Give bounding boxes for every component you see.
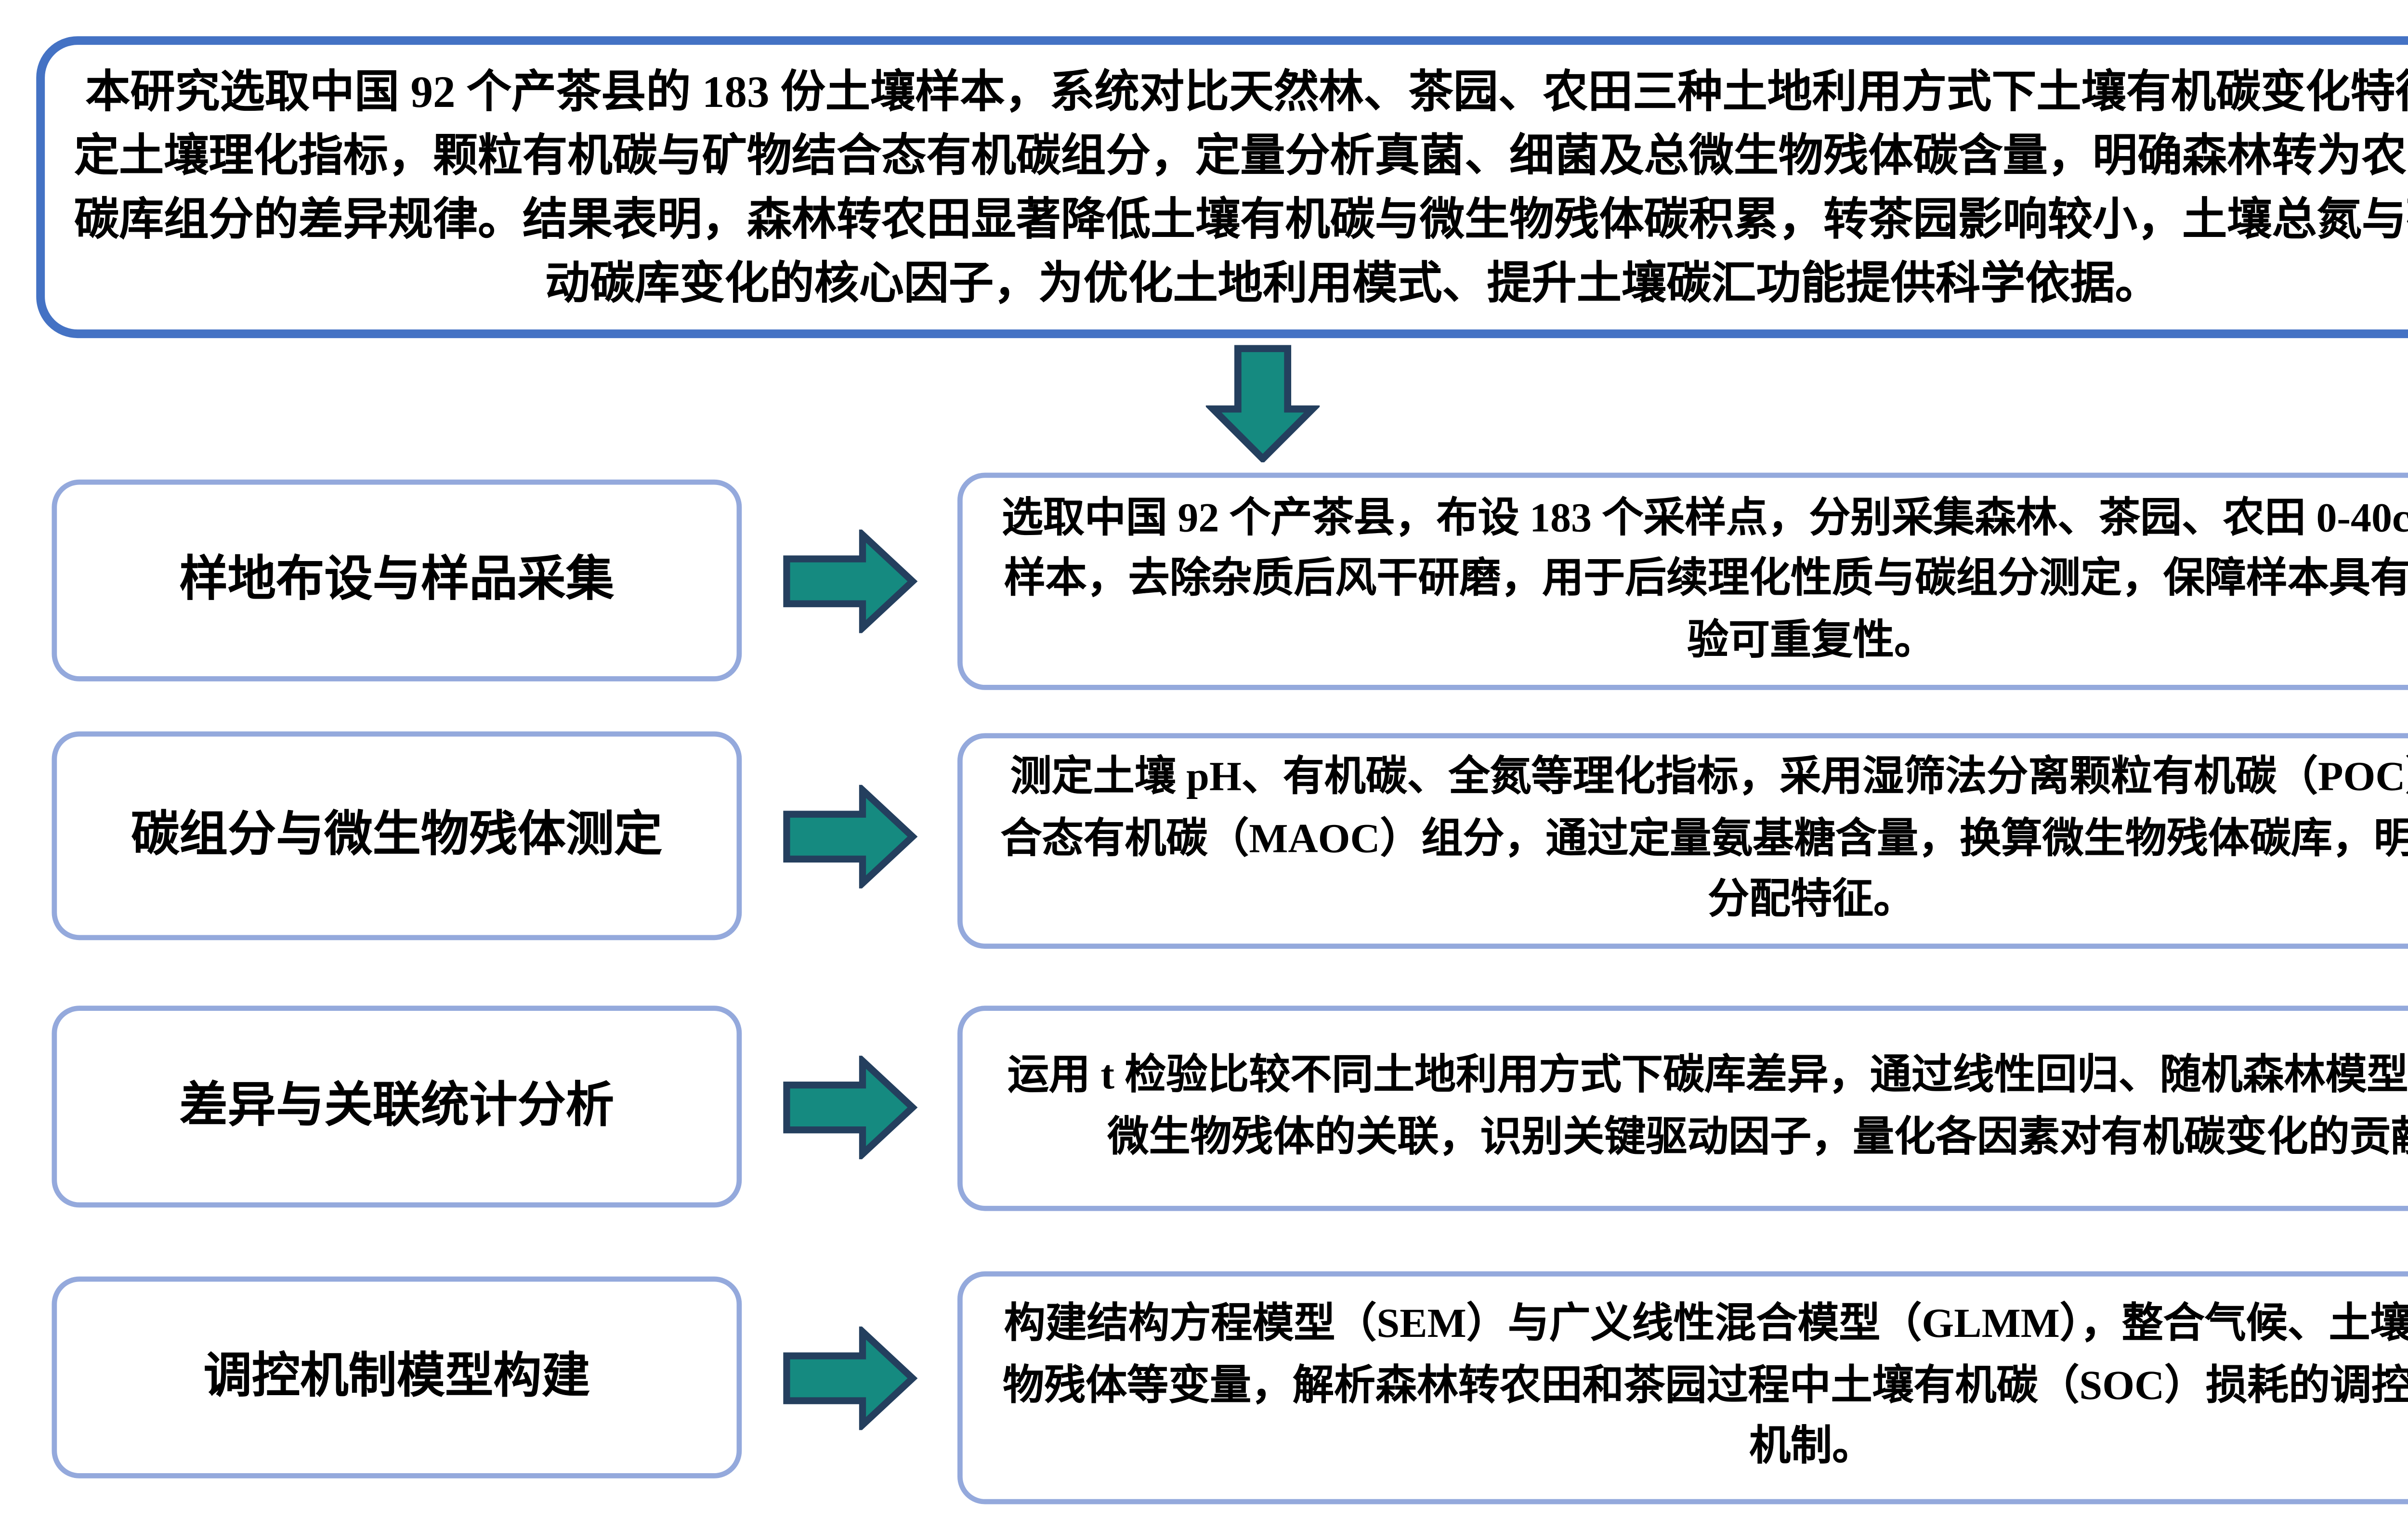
step-label: 样地布设与样品采集 [179, 553, 615, 607]
step-description-box-statistics: 运用 t 检验比较不同土地利用方式下碳库差异，通过线性回归、随机森林模型分析碳库… [957, 1006, 2408, 1211]
step-description-box-carbon-measurement: 测定土壤 pH、有机碳、全氮等理化指标，采用湿筛法分离颗粒有机碳（POC）与矿物… [957, 733, 2408, 949]
step-description: 构建结构方程模型（SEM）与广义线性混合模型（GLMM），整合气候、土壤养分、微… [1003, 1303, 2408, 1470]
step-label: 碳组分与微生物残体测定 [131, 808, 663, 862]
step-description: 测定土壤 pH、有机碳、全氮等理化指标，采用湿筛法分离颗粒有机碳（POC）与矿物… [1000, 756, 2408, 924]
step-label: 调控机制模型构建 [203, 1349, 590, 1403]
step-description-box-model-building: 构建结构方程模型（SEM）与广义线性混合模型（GLMM），整合气候、土壤养分、微… [957, 1271, 2408, 1504]
step-label-box-model-building: 调控机制模型构建 [52, 1276, 742, 1478]
step-description-box-sampling: 选取中国 92 个产茶县，布设 183 个采样点，分别采集森林、茶园、农田 0-… [957, 472, 2408, 690]
step-label-box-sampling: 样地布设与样品采集 [52, 479, 742, 681]
step-description: 选取中国 92 个产茶县，布设 183 个采样点，分别采集森林、茶园、农田 0-… [1001, 496, 2408, 664]
down-arrow-icon [1205, 345, 1320, 462]
step-label: 差异与关联统计分析 [179, 1079, 615, 1133]
step-label-box-carbon-measurement: 碳组分与微生物残体测定 [52, 731, 742, 941]
right-arrow-icon [783, 785, 918, 889]
summary-text: 本研究选取中国 92 个产茶县的 183 份土壤样本，系统对比天然林、茶园、农田… [74, 66, 2408, 308]
right-arrow-icon [783, 529, 918, 633]
step-description: 运用 t 检验比较不同土地利用方式下碳库差异，通过线性回归、随机森林模型分析碳库… [1007, 1054, 2408, 1160]
step-label-box-statistics: 差异与关联统计分析 [52, 1006, 742, 1208]
right-arrow-icon [783, 1056, 918, 1160]
right-arrow-icon [783, 1326, 918, 1430]
summary-box: 本研究选取中国 92 个产茶县的 183 份土壤样本，系统对比天然林、茶园、农田… [36, 36, 2408, 339]
